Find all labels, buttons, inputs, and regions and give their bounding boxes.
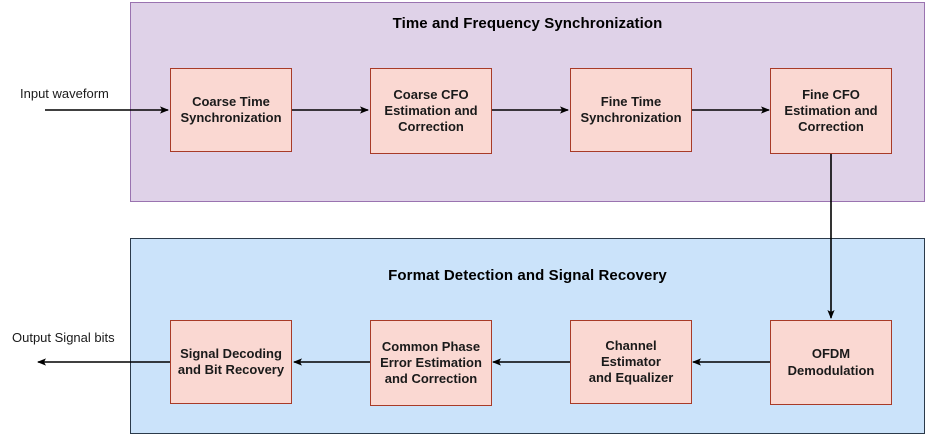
input-waveform-label: Input waveform xyxy=(20,86,109,101)
group-title-time-frequency-synchronization: Time and Frequency Synchronization xyxy=(392,15,663,32)
block-coarse-time-synchronization[interactable]: Coarse Time Synchronization xyxy=(170,68,292,152)
block-ofdm-demodulation[interactable]: OFDM Demodulation xyxy=(770,320,892,405)
group-title-format-detection-signal-recovery: Format Detection and Signal Recovery xyxy=(388,267,667,284)
block-channel-estimator-equalizer[interactable]: Channel Estimator and Equalizer xyxy=(570,320,692,404)
output-signal-bits-label: Output Signal bits xyxy=(12,330,115,345)
block-fine-time-synchronization[interactable]: Fine Time Synchronization xyxy=(570,68,692,152)
block-coarse-cfo-estimation-correction[interactable]: Coarse CFO Estimation and Correction xyxy=(370,68,492,154)
block-common-phase-error-estimation-correction[interactable]: Common Phase Error Estimation and Correc… xyxy=(370,320,492,406)
block-signal-decoding-bit-recovery[interactable]: Signal Decoding and Bit Recovery xyxy=(170,320,292,404)
block-fine-cfo-estimation-correction[interactable]: Fine CFO Estimation and Correction xyxy=(770,68,892,154)
